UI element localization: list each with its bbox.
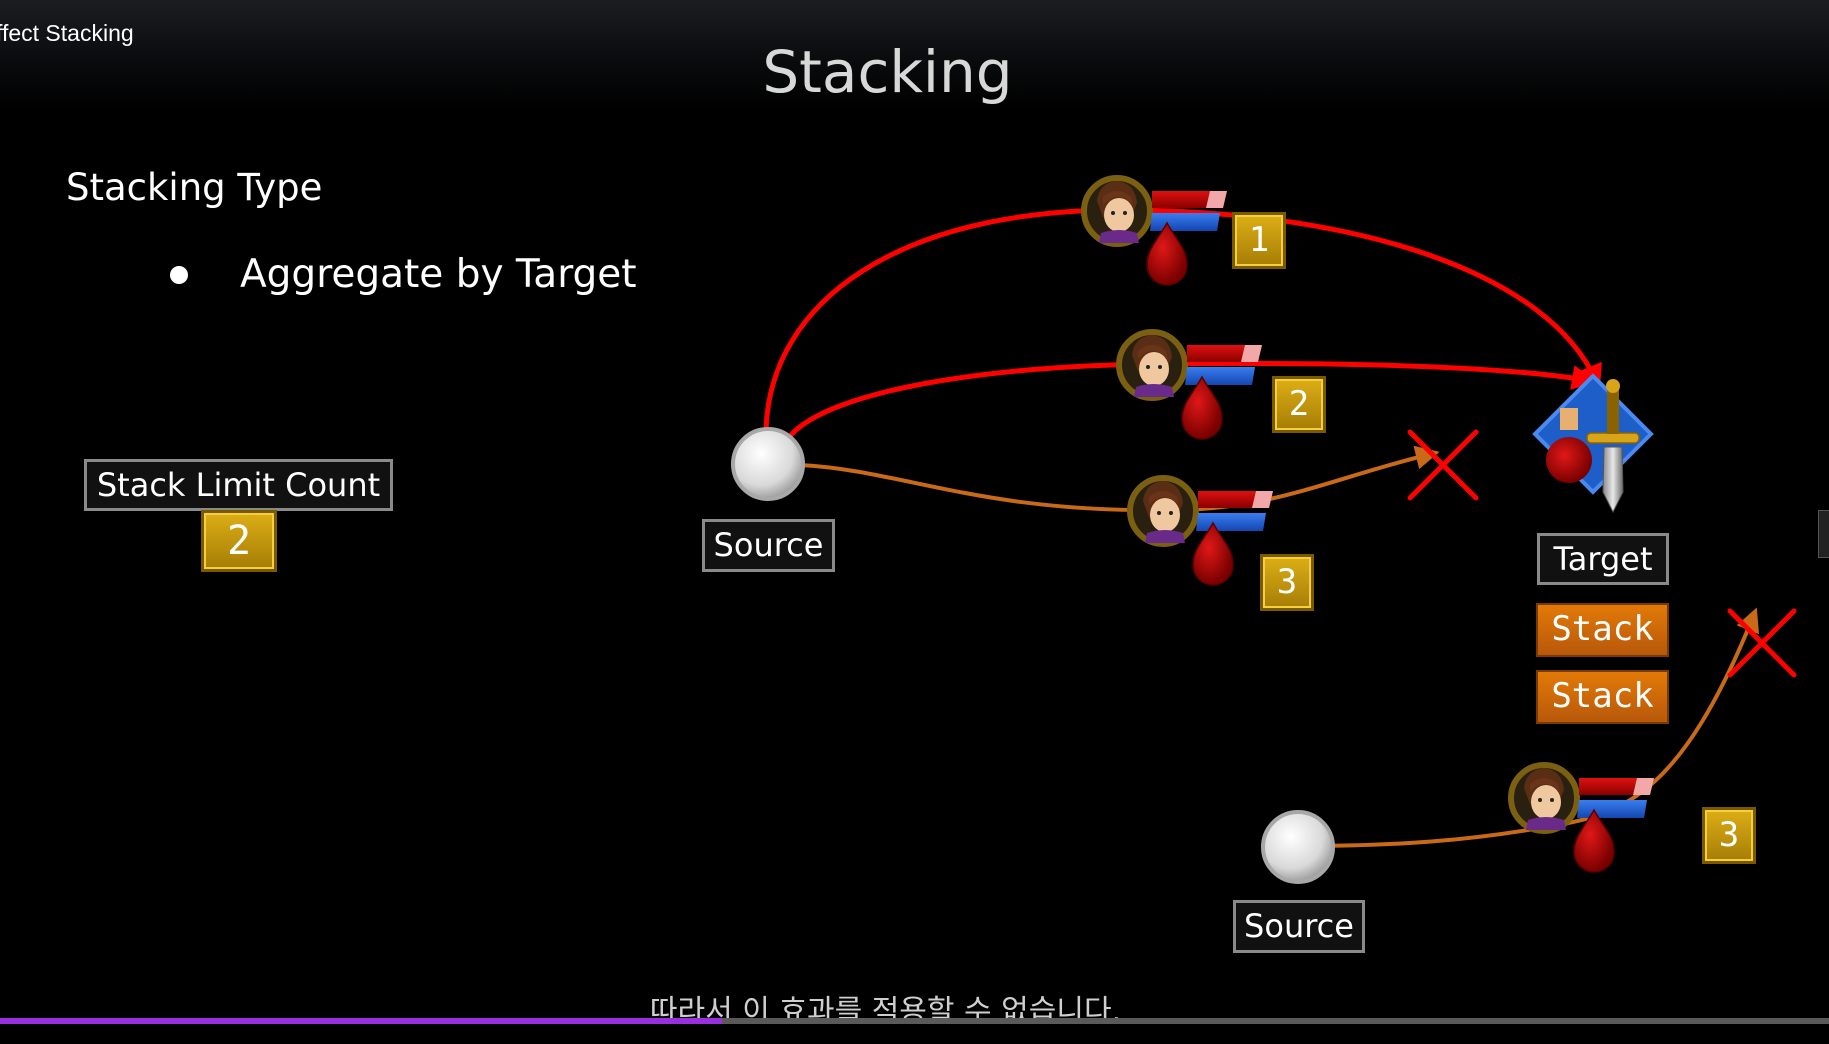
source-node-2 [1263,812,1333,882]
reject-x-icon-2 [1730,611,1794,675]
effect-number-2: 2 [1272,376,1326,433]
stack-box-1: Stack [1536,603,1669,657]
player-controls [0,1024,1829,1044]
effect-icon-3 [1130,478,1273,585]
target-label: Target [1537,533,1669,585]
applied-path-1 [766,210,1598,430]
effect-icon-1 [1084,178,1227,285]
stack-box-2: Stack [1536,670,1669,724]
rejected-path-3 [800,453,1435,510]
effect-number-1: 1 [1232,212,1286,269]
source-label: Source [702,519,835,572]
effect-number-3: 3 [1260,554,1314,611]
effect-number-4: 3 [1702,807,1756,864]
reject-x-icon-1 [1410,432,1476,498]
effect-icon-2 [1119,332,1262,439]
source-node [733,429,803,499]
target-icon [1535,376,1651,512]
side-panel-handle[interactable] [1818,510,1829,558]
source2-label: Source [1233,900,1365,953]
